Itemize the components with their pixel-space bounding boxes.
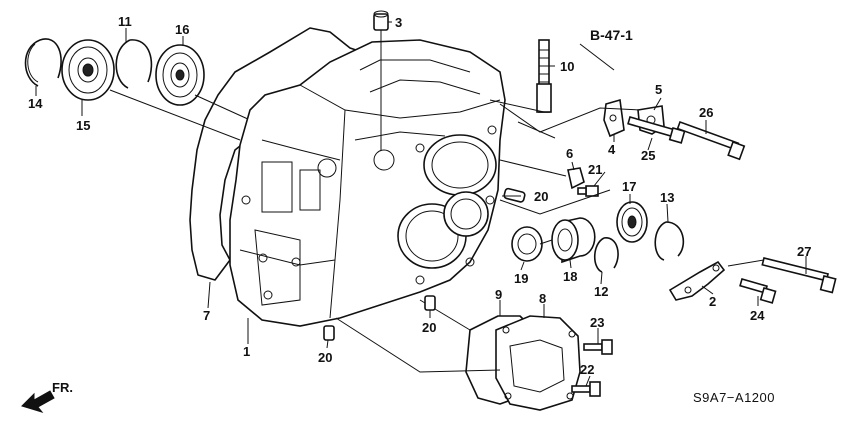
- callout-4: 4: [608, 142, 616, 157]
- bearing-18: [551, 217, 596, 264]
- bolt-23: [571, 381, 601, 397]
- bolt-25: [739, 278, 777, 304]
- dowel-20-right: [424, 295, 436, 311]
- callout-22: 21: [588, 162, 602, 177]
- callout-24: 23: [590, 315, 604, 330]
- callout-2: 2: [709, 294, 716, 309]
- callout-18: 18: [563, 269, 577, 284]
- dowel-20-lower: [323, 325, 335, 341]
- bolt-27: [676, 120, 746, 161]
- callout-5: 5: [655, 82, 662, 97]
- front-direction-label: FR.: [52, 380, 73, 395]
- callout-17: 17: [622, 179, 636, 194]
- bolt-26: [627, 116, 686, 144]
- bearing-15: [61, 39, 115, 101]
- callout-15: 15: [76, 118, 90, 133]
- callout-23: 22: [580, 362, 594, 377]
- callout-13: 13: [660, 190, 674, 205]
- bolt-28: [761, 257, 837, 294]
- callout-14: 14: [28, 96, 43, 111]
- callout-6: 6: [566, 146, 573, 161]
- callout-10: 10: [560, 59, 574, 74]
- bracket-4: [603, 98, 625, 138]
- callout-21: 20: [534, 189, 548, 204]
- stud-bolt-10: [536, 39, 552, 113]
- dowel-3: [373, 10, 389, 31]
- callout-7: 7: [203, 308, 210, 323]
- bracket-2: [668, 260, 726, 301]
- snap-ring-11: [115, 39, 153, 89]
- oil-seal-19: [511, 226, 543, 262]
- bearing-16: [155, 44, 205, 106]
- transmission-housing-1: [229, 39, 506, 327]
- bolt-22: [577, 185, 599, 197]
- callout-26: 25: [641, 148, 655, 163]
- callout-19: 19: [514, 271, 528, 286]
- reference-label: B-47-1: [590, 27, 633, 43]
- callout-27: 26: [699, 105, 713, 120]
- front-direction-arrow: FR.: [21, 380, 73, 413]
- callout-12: 12: [594, 284, 608, 299]
- diagram-code: S9A7−A1200: [693, 390, 775, 405]
- dowel-21: [503, 187, 526, 203]
- callout-25: 24: [750, 308, 765, 323]
- callout-3: 3: [395, 15, 402, 30]
- callout-28: 27: [797, 244, 811, 259]
- clip-6: [567, 167, 585, 190]
- callout-16: 16: [175, 22, 189, 37]
- callout-20-lower: 20: [318, 350, 332, 365]
- callout-11: 11: [118, 14, 132, 29]
- bolt-24: [583, 339, 613, 355]
- callout-1: 1: [243, 344, 250, 359]
- snap-ring-14: [24, 38, 62, 87]
- cover-8: [495, 315, 581, 411]
- snap-ring-13: [654, 221, 685, 261]
- callout-9: 9: [495, 287, 502, 302]
- snap-ring-12: [593, 237, 619, 273]
- callout-8: 8: [539, 291, 546, 306]
- callout-20-right: 20: [422, 320, 436, 335]
- bearing-17: [616, 201, 648, 243]
